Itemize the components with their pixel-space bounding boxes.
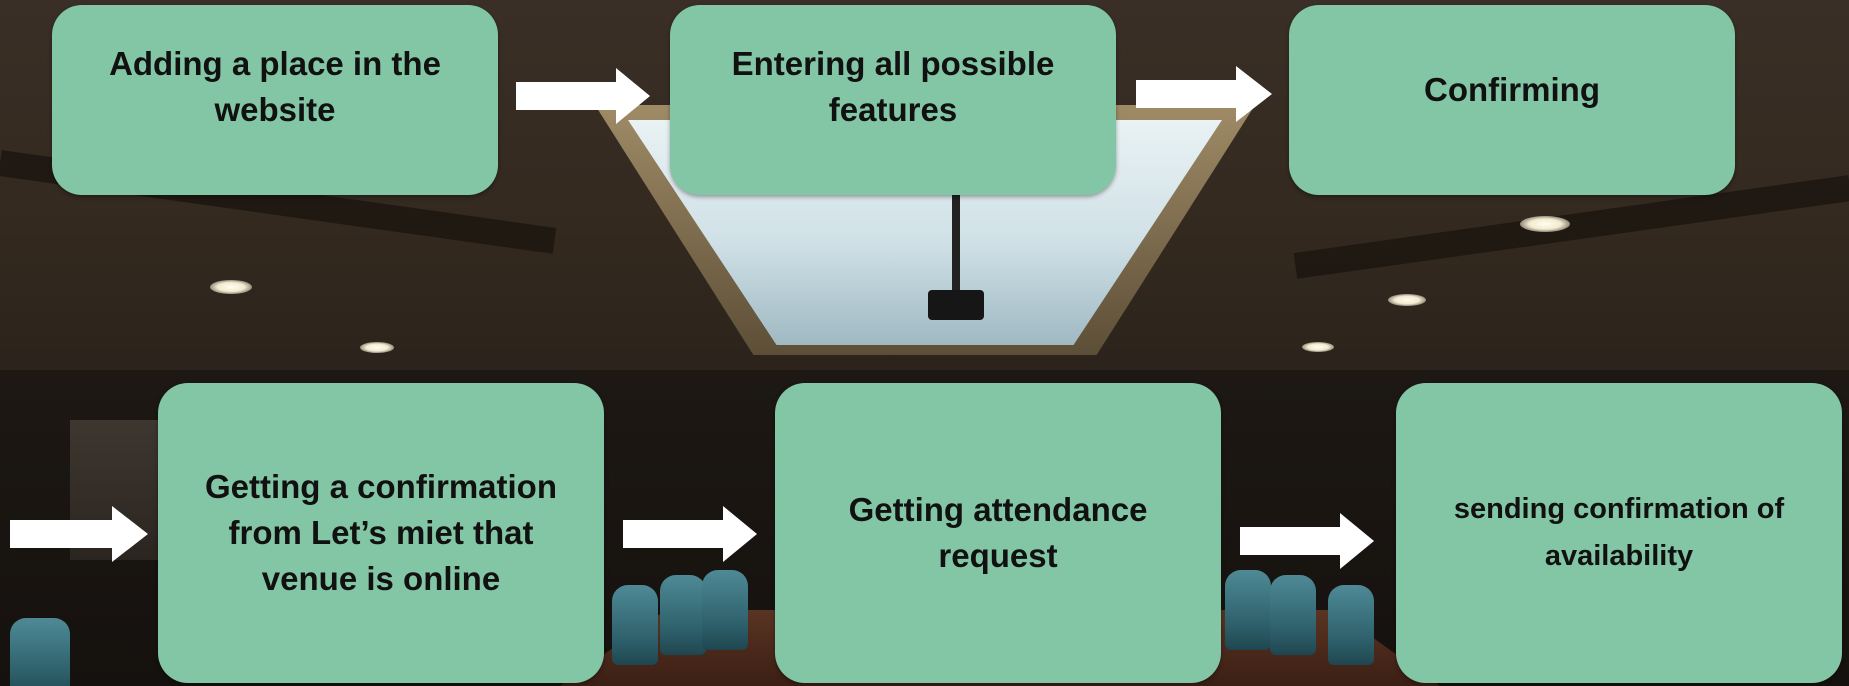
chair (1328, 585, 1374, 665)
flow-step-confirming: Confirming (1289, 5, 1735, 195)
projector-mount (952, 195, 960, 295)
flow-step-label: sending confirmation of availability (1453, 493, 1785, 572)
ceiling-light (210, 280, 252, 294)
right-arrow-icon (516, 68, 650, 124)
ceiling-light (360, 342, 394, 353)
ceiling-light (1520, 216, 1570, 232)
flow-step-adding-place: Adding a place in the website (52, 5, 498, 195)
ceiling-light (1302, 342, 1334, 352)
flow-step-label: Entering all possible features (731, 45, 1055, 129)
projector-icon (928, 290, 984, 320)
right-arrow-icon (623, 506, 757, 562)
flow-step-attendance-request: Getting attendance request (775, 383, 1221, 683)
chair (1270, 575, 1316, 655)
flow-step-label: Adding a place in the website (109, 45, 441, 129)
chair (612, 585, 658, 665)
right-arrow-icon (10, 506, 148, 562)
chair (660, 575, 706, 655)
chair (1225, 570, 1271, 650)
flow-step-label: Confirming (1424, 71, 1600, 108)
right-arrow-icon (1240, 513, 1374, 569)
flow-step-venue-online-confirmation: Getting a confirmation from Let’s miet t… (158, 383, 604, 683)
flow-step-label: Getting a confirmation from Let’s miet t… (204, 467, 557, 598)
flow-step-label: Getting attendance request (848, 490, 1148, 574)
ceiling-light (1388, 294, 1426, 306)
right-arrow-icon (1136, 66, 1272, 122)
chair (702, 570, 748, 650)
flow-step-entering-features: Entering all possible features (670, 5, 1116, 195)
flow-step-availability-confirmation: sending confirmation of availability (1396, 383, 1842, 683)
chair (10, 618, 70, 686)
